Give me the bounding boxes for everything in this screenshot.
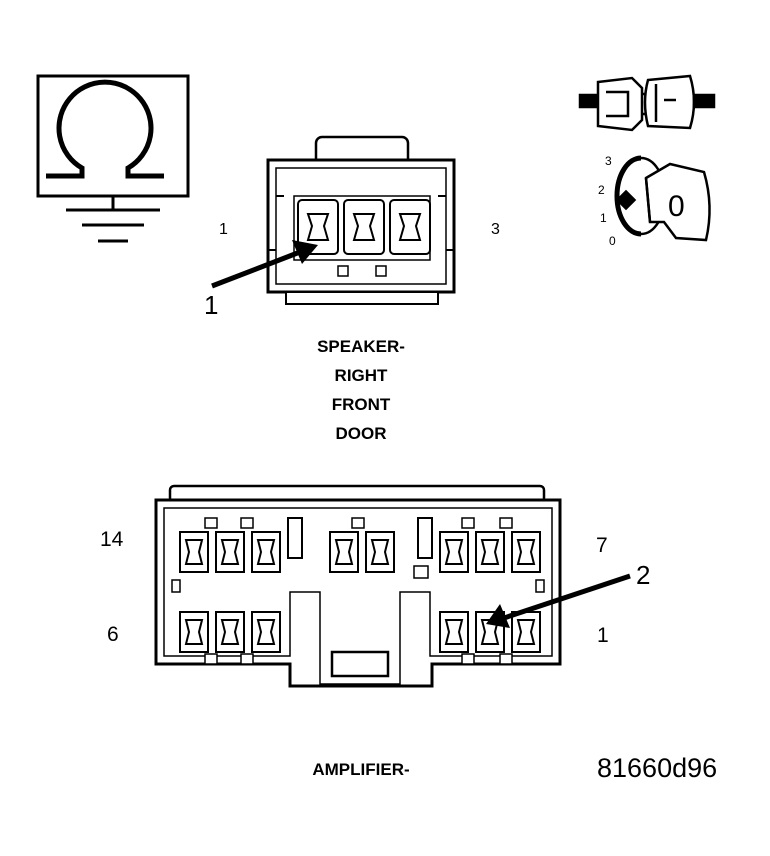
speaker-title-line-3: FRONT bbox=[331, 395, 391, 414]
figure-id: 81660d96 bbox=[597, 753, 718, 783]
connector-disconnected-icon bbox=[578, 74, 716, 132]
callout-1-label: 1 bbox=[204, 290, 219, 320]
amplifier-title: AMPLIFIER- bbox=[312, 760, 410, 779]
key-label: 0 bbox=[668, 190, 685, 223]
callout-arrow-2 bbox=[486, 573, 631, 628]
callout-arrow-1 bbox=[211, 240, 318, 289]
speaker-title-line-2: RIGHT bbox=[334, 366, 388, 385]
amplifier-connector bbox=[154, 484, 562, 688]
amplifier-pin-14-label: 14 bbox=[100, 528, 124, 551]
speaker-connector bbox=[266, 135, 456, 305]
speaker-pin-3-label: 3 bbox=[491, 221, 500, 238]
speaker-pin-1-label: 1 bbox=[219, 221, 228, 238]
speaker-title-line-4: DOOR bbox=[335, 424, 387, 443]
amplifier-pin-7-label: 7 bbox=[596, 534, 608, 557]
key-position-1: 1 bbox=[600, 211, 607, 225]
amplifier-pin-1-label: 1 bbox=[597, 624, 609, 647]
ignition-key-icon bbox=[614, 155, 711, 242]
speaker-title-line-1: SPEAKER- bbox=[317, 337, 405, 356]
amplifier-pin-6-label: 6 bbox=[107, 623, 119, 646]
key-position-0: 0 bbox=[609, 234, 616, 248]
key-position-2: 2 bbox=[598, 183, 605, 197]
ohmmeter-ground-icon bbox=[36, 74, 190, 243]
callout-2-label: 2 bbox=[636, 560, 651, 590]
key-position-3: 3 bbox=[605, 154, 612, 168]
